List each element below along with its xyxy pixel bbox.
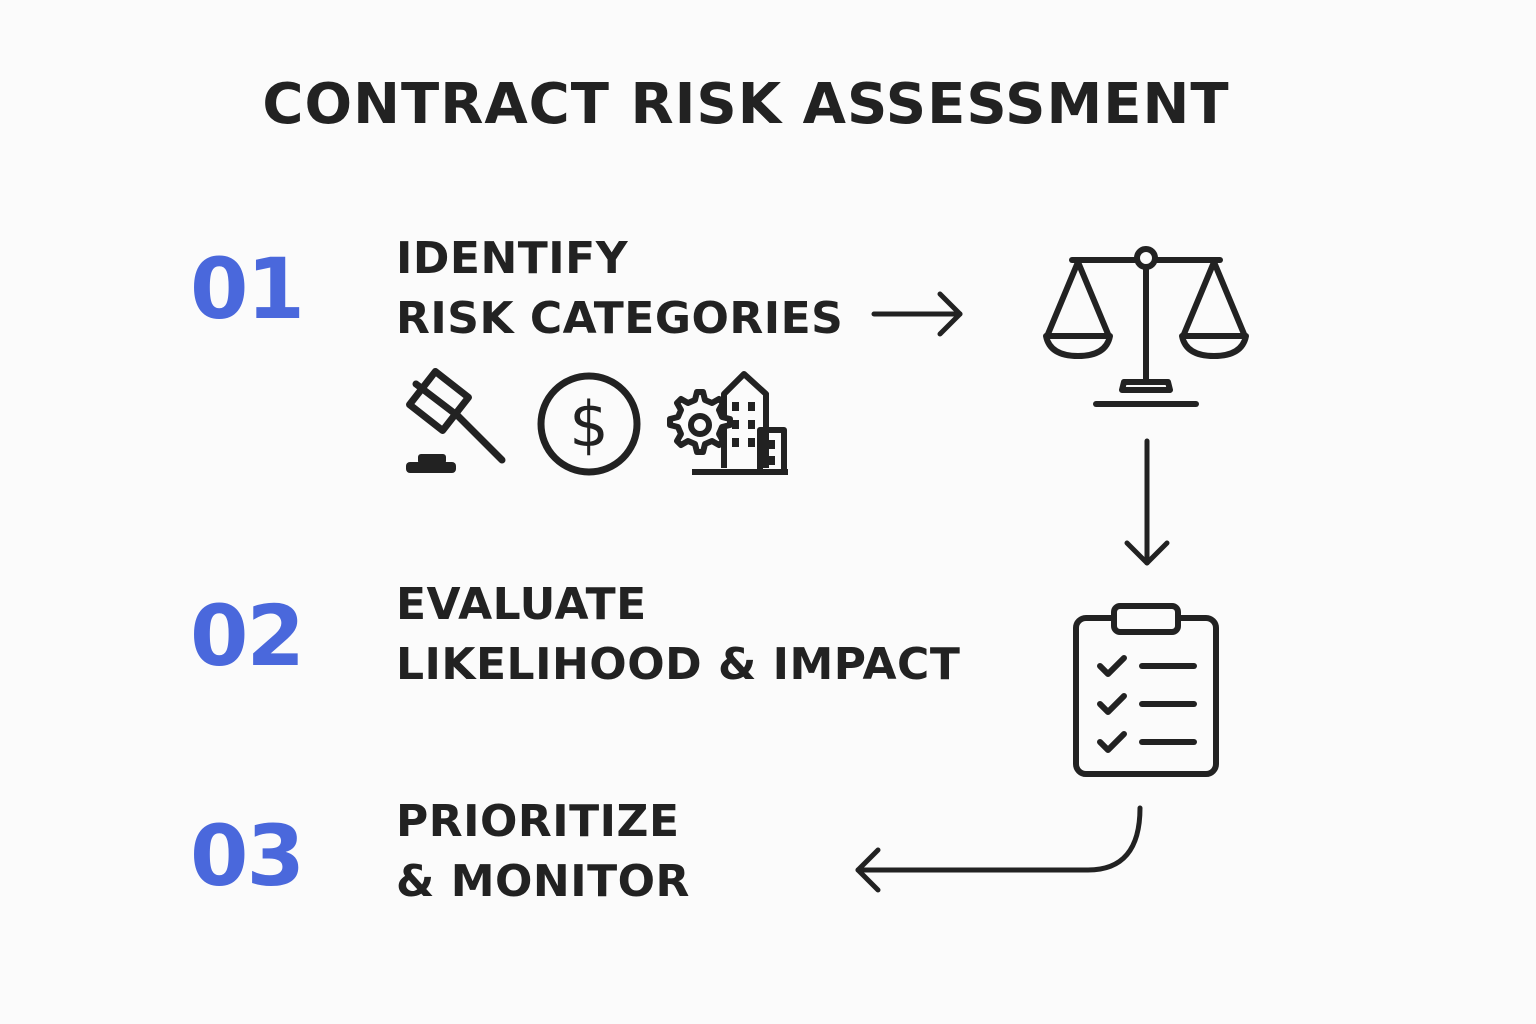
page-title: CONTRACT RISK ASSESSMENT xyxy=(262,72,1230,137)
clipboard-checklist-icon xyxy=(1070,602,1222,780)
step-number-01: 01 xyxy=(190,240,305,338)
scales-icon xyxy=(1040,240,1252,412)
step-label-evaluate: EVALUATE LIKELIHOOD & IMPACT xyxy=(396,575,960,695)
gear-building-icon xyxy=(664,368,792,478)
arrow-down xyxy=(1122,437,1172,573)
dollar-symbol: $ xyxy=(569,388,608,461)
step-number-03: 03 xyxy=(190,807,305,905)
step-label-prioritize: PRIORITIZE & MONITOR xyxy=(396,792,690,912)
step-label-identify: IDENTIFY RISK CATEGORIES xyxy=(396,229,843,349)
dollar-icon: $ xyxy=(535,370,643,478)
step-number-02: 02 xyxy=(190,587,305,685)
arrow-right xyxy=(870,290,970,338)
step-label-line2: & MONITOR xyxy=(396,856,690,907)
step-label-line1: PRIORITIZE xyxy=(396,796,680,847)
step-label-line2: LIKELIHOOD & IMPACT xyxy=(396,639,961,690)
arrow-curved-left xyxy=(848,804,1150,898)
step-label-line1: IDENTIFY xyxy=(396,233,629,284)
gavel-icon xyxy=(400,364,510,480)
step-label-line1: EVALUATE xyxy=(396,579,647,630)
step-label-line2: RISK CATEGORIES xyxy=(396,293,844,344)
